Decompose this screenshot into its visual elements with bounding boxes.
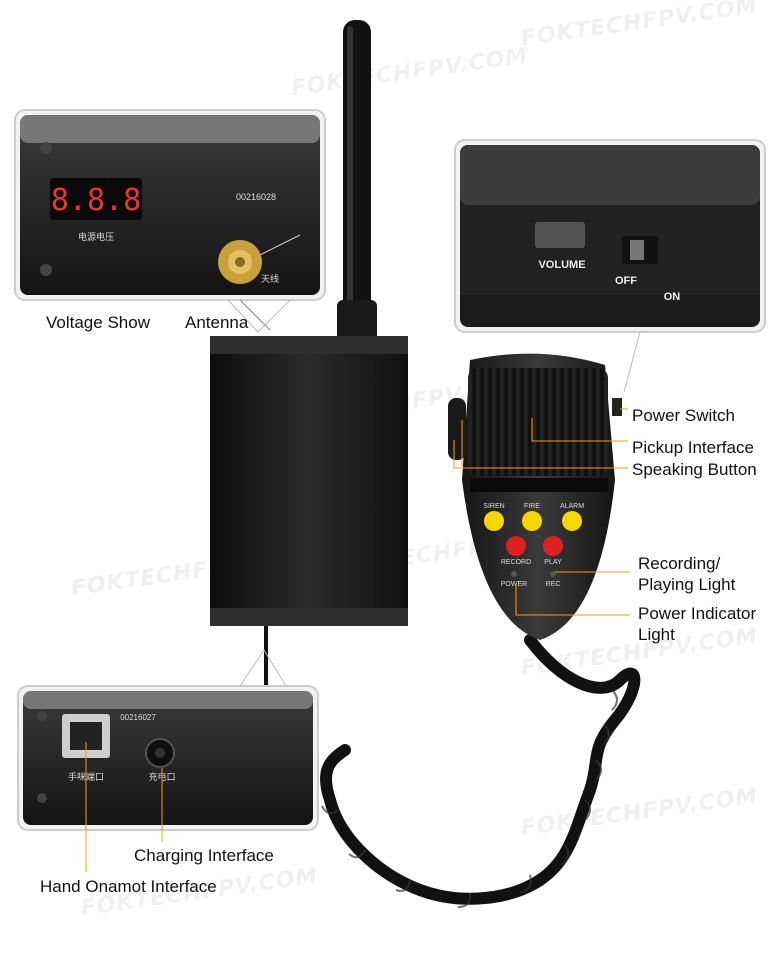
recording-light-label-line1: Recording/ xyxy=(638,554,721,573)
voltage-digits: 8.8.8 xyxy=(51,183,141,218)
fire-label: FIRE xyxy=(524,503,540,510)
voltage-display xyxy=(50,178,142,220)
inset-voltage-antenna xyxy=(14,109,326,301)
serial-top: 00216028 xyxy=(236,192,276,202)
rec-led xyxy=(550,571,556,577)
volume-wheel xyxy=(535,222,585,248)
siren-button xyxy=(484,511,504,531)
cn-antenna-label: 天线 xyxy=(261,273,279,285)
volume-label: VOLUME xyxy=(538,259,585,271)
power-led xyxy=(511,571,517,577)
power-led-label: POWER xyxy=(501,581,527,588)
play-label: PLAY xyxy=(544,559,562,566)
antenna xyxy=(337,20,377,342)
voltage-show-label: Voltage Show xyxy=(46,313,150,332)
cn-voltage-label: 电源电压 xyxy=(78,231,114,243)
alarm-button xyxy=(562,511,582,531)
pickup-interface-label: Pickup Interface xyxy=(632,438,754,457)
record-button xyxy=(506,536,526,556)
hand-interface-label: Hand Onamot Interface xyxy=(40,877,217,896)
power-switch xyxy=(612,398,622,416)
power-switch-label: Power Switch xyxy=(632,406,735,425)
play-button xyxy=(543,536,563,556)
record-label: RECORD xyxy=(501,559,531,566)
power-indicator-label-line1: Power Indicator xyxy=(638,604,757,623)
on-label: ON xyxy=(664,291,681,303)
recording-light-label-line2: Playing Light xyxy=(638,575,736,594)
transmitter-box xyxy=(210,336,408,626)
off-label: OFF xyxy=(615,275,637,287)
handheld-microphone xyxy=(448,353,622,640)
inset-port-panel xyxy=(17,685,319,831)
speaking-button xyxy=(448,398,466,460)
fire-button xyxy=(522,511,542,531)
serial-bottom: 00216027 xyxy=(120,713,156,722)
rec-led-label: REC xyxy=(546,581,561,588)
power-indicator-label-line2: Light xyxy=(638,625,675,644)
leader-lines xyxy=(85,408,630,872)
alarm-label: ALARM xyxy=(560,503,584,510)
speaking-button-label: Speaking Button xyxy=(632,460,757,479)
charging-interface-label: Charging Interface xyxy=(134,846,274,865)
siren-label: SIREN xyxy=(483,503,504,510)
coiled-cable xyxy=(320,634,641,905)
antenna-label: Antenna xyxy=(185,313,249,332)
inset-switch-panel xyxy=(454,139,766,333)
